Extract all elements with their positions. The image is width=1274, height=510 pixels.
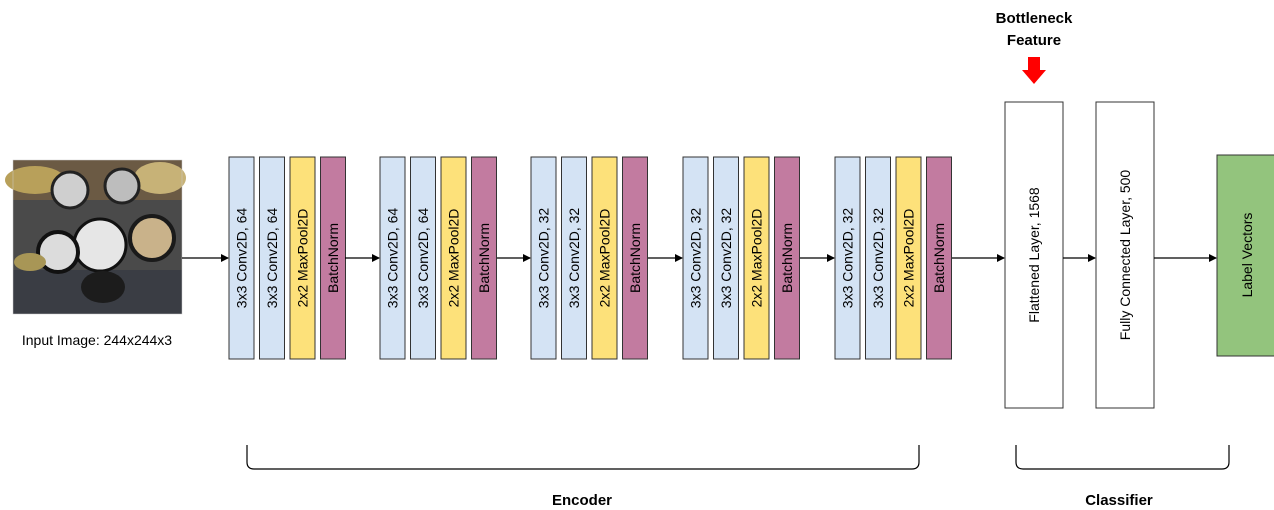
- bn-layer-label: BatchNorm: [931, 223, 947, 293]
- encoder-group: 3x3 Conv2D, 64 3x3 Conv2D, 64 2x2 MaxPool2…: [228, 156, 952, 360]
- conv-layer-box: [259, 156, 285, 360]
- pool-layer-box: [289, 156, 316, 360]
- pool-layer-label: 2x2 MaxPool2D: [295, 209, 311, 308]
- conv-layer-box: [682, 156, 709, 360]
- input-image: [5, 159, 186, 315]
- bn-layer-box: [774, 156, 800, 360]
- conv-layer-label: 3x3 Conv2D, 64: [385, 208, 401, 309]
- conv-layer-label: 3x3 Conv2D, 32: [566, 208, 582, 309]
- conv-layer-label: 3x3 Conv2D, 32: [870, 208, 886, 309]
- pool-layer-box: [895, 156, 922, 360]
- pool-layer-box: [440, 156, 467, 360]
- bn-layer-box: [926, 156, 952, 360]
- encoder-block-5: 3x3 Conv2D, 32 3x3 Conv2D, 32 2x2 MaxPool2…: [834, 156, 952, 360]
- bn-layer-box: [320, 156, 346, 360]
- pool-layer-label: 2x2 MaxPool2D: [749, 209, 765, 308]
- bn-layer-label: BatchNorm: [779, 223, 795, 293]
- pool-layer-label: 2x2 MaxPool2D: [446, 209, 462, 308]
- encoder-block-3: 3x3 Conv2D, 32 3x3 Conv2D, 32 2x2 MaxPool2…: [530, 156, 648, 360]
- conv-layer-label: 3x3 Conv2D, 64: [415, 208, 431, 309]
- conv-layer-box: [410, 156, 436, 360]
- bottleneck-arrow-icon: [1022, 57, 1046, 84]
- conv-layer-box: [865, 156, 891, 360]
- dense-layer: Fully Connected Layer, 500: [1095, 101, 1155, 409]
- bn-layer-box: [622, 156, 648, 360]
- classifier-brace: [1015, 445, 1230, 470]
- conv-layer-box: [834, 156, 861, 360]
- bottleneck-label-line2: Feature: [1007, 32, 1061, 49]
- bottleneck-label-line1: Bottleneck: [996, 10, 1073, 27]
- conv-layer-box: [530, 156, 557, 360]
- encoder-label: Encoder: [552, 492, 612, 509]
- conv-layer-label: 3x3 Conv2D, 64: [264, 208, 280, 309]
- bn-layer-label: BatchNorm: [325, 223, 341, 293]
- output-layer-label: Label Vectors: [1239, 213, 1255, 298]
- pool-layer-label: 2x2 MaxPool2D: [597, 209, 613, 308]
- encoder-block-4: 3x3 Conv2D, 32 3x3 Conv2D, 32 2x2 MaxPool2…: [682, 156, 800, 360]
- pool-layer-box: [591, 156, 618, 360]
- conv-layer-label: 3x3 Conv2D, 32: [718, 208, 734, 309]
- encoder-brace: [246, 445, 920, 470]
- encoder-block-1: 3x3 Conv2D, 64 3x3 Conv2D, 64 2x2 MaxPool2…: [228, 156, 346, 360]
- bn-layer-label: BatchNorm: [627, 223, 643, 293]
- output-layer: Label Vectors: [1216, 154, 1274, 357]
- conv-layer-label: 3x3 Conv2D, 32: [840, 208, 856, 309]
- pool-layer-box: [743, 156, 770, 360]
- conv-layer-label: 3x3 Conv2D, 64: [234, 208, 250, 309]
- bn-layer-label: BatchNorm: [476, 223, 492, 293]
- conv-layer-box: [228, 156, 255, 360]
- conv-layer-label: 3x3 Conv2D, 32: [536, 208, 552, 309]
- dense-layer-label: Fully Connected Layer, 500: [1117, 170, 1133, 341]
- conv-layer-box: [561, 156, 587, 360]
- bn-layer-box: [471, 156, 497, 360]
- classifier-label: Classifier: [1085, 492, 1153, 509]
- conv-layer-label: 3x3 Conv2D, 32: [688, 208, 704, 309]
- flatten-layer: Flattened Layer, 1568: [1004, 101, 1064, 409]
- input-label: Input Image: 244x244x3: [22, 332, 172, 348]
- conv-layer-box: [379, 156, 406, 360]
- conv-layer-box: [713, 156, 739, 360]
- encoder-block-2: 3x3 Conv2D, 64 3x3 Conv2D, 64 2x2 MaxPool2…: [379, 156, 497, 360]
- pool-layer-label: 2x2 MaxPool2D: [901, 209, 917, 308]
- flatten-layer-label: Flattened Layer, 1568: [1026, 187, 1042, 323]
